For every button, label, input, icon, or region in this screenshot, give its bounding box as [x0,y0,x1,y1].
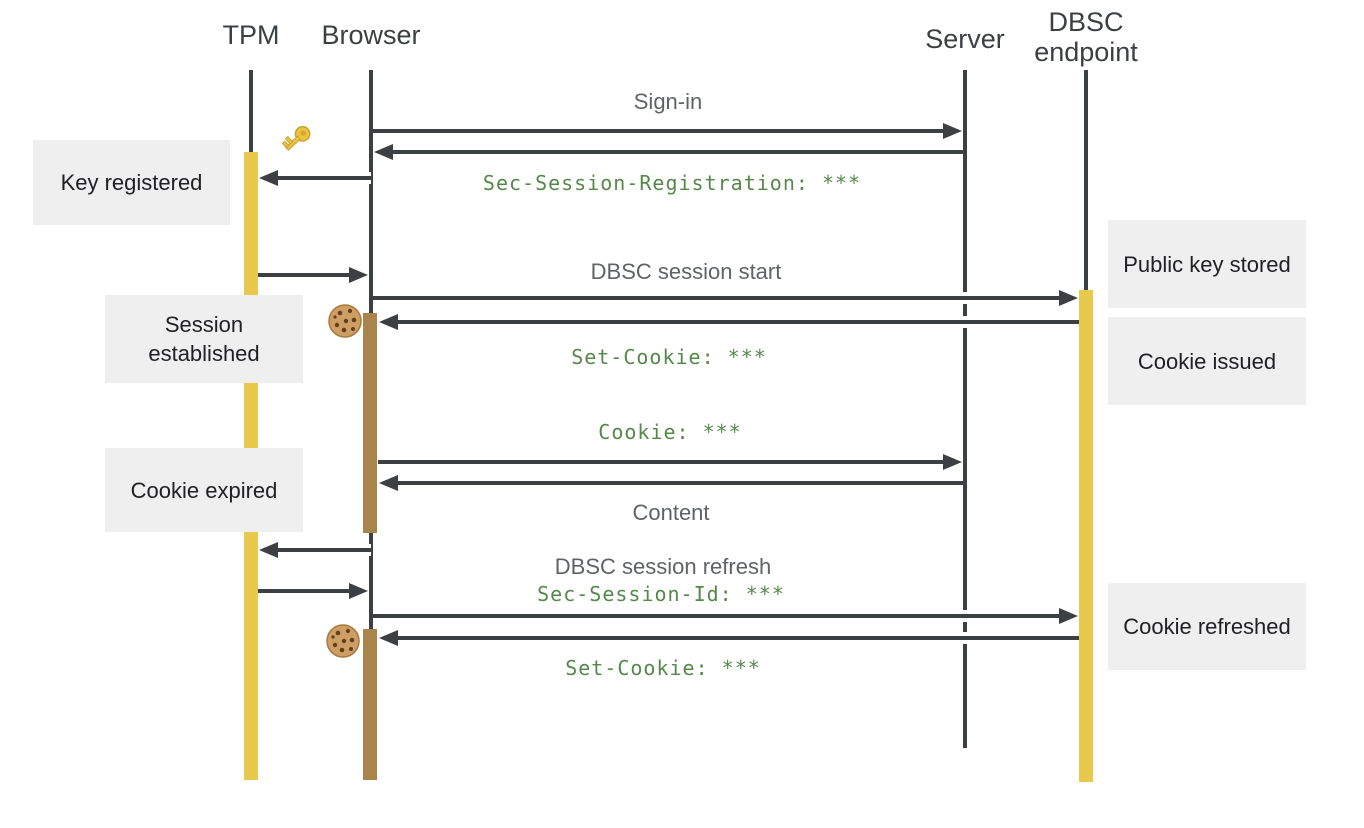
arrowhead-sec-session-registration [374,144,393,160]
actor-label-browser: Browser [321,20,421,50]
message-set-cookie-1: Set-Cookie: *** [571,345,767,369]
arrow-cookie [378,460,946,464]
message-dbsc-session-refresh: DBSC session refresh [554,554,772,579]
note-cookie-refreshed-label: Cookie refreshed [1123,614,1291,639]
actor-label-server: Server [925,24,1005,54]
arrow-dbsc-session-refresh [373,614,1062,618]
message-cookie-header: Cookie: *** [598,420,742,444]
message-sec-session-id: Sec-Session-Id: *** [537,582,785,606]
activation-bar-browser-2 [363,629,377,780]
arrow-content [395,481,963,485]
arrowhead-dbsc-session-refresh [1059,608,1078,624]
note-session-established-label: Session established [148,312,260,366]
arrow-set-cookie-1 [395,320,1079,324]
note-session-established: Session established [105,295,303,383]
arrowhead-dbsc-session-start [1059,290,1078,306]
lifeline-tpm [249,70,253,156]
lifeline-server [963,70,967,748]
activation-bar-dbsc-endpoint [1079,290,1093,782]
note-key-registered-label: Key registered [60,170,203,195]
key-icon [281,125,311,151]
arrowhead-refresh-sign [259,542,278,558]
arrow-key-ready [258,273,352,277]
arrow-register-key [275,176,371,180]
arrowhead-set-cookie-2 [379,630,398,646]
arrowhead-sign-in [943,123,962,139]
note-cookie-expired-label: Cookie expired [130,477,278,503]
message-sec-session-registration: Sec-Session-Registration: *** [482,171,862,195]
note-key-registered: Key registered [33,140,230,225]
note-cookie-refreshed: Cookie refreshed [1108,583,1306,670]
message-content: Content [632,500,710,525]
arrowhead-register-key [259,170,278,186]
arrow-sec-session-registration [390,150,963,154]
message-dbsc-session-start: DBSC session start [590,259,782,284]
actor-label-tpm: TPM [222,20,280,50]
cookie-icon [328,304,362,338]
note-cookie-issued: Cookie issued [1108,317,1306,405]
arrowhead-cookie [943,454,962,470]
note-cookie-expired: Cookie expired [105,448,303,532]
note-public-key-stored-label: Public key stored [1123,251,1291,277]
arrowhead-content [379,475,398,491]
arrowhead-refresh-signed [349,583,368,599]
arrow-refresh-signed [258,589,352,593]
note-cookie-issued-label: Cookie issued [1137,348,1277,374]
actor-label-dbsc-endpoint: DBSC endpoint [1034,7,1138,67]
message-sign-in: Sign-in [633,89,703,114]
message-set-cookie-2: Set-Cookie: *** [565,656,761,680]
activation-bar-browser-1 [363,313,377,533]
arrow-dbsc-session-start [373,296,1062,300]
arrow-sign-in [373,129,946,133]
arrowhead-key-ready [349,267,368,283]
note-public-key-stored: Public key stored [1108,220,1306,308]
cookie-icon [326,624,360,658]
lifeline-dbsc-endpoint [1084,70,1088,292]
arrow-set-cookie-2 [395,636,1079,640]
arrowhead-set-cookie-1 [379,314,398,330]
arrow-refresh-sign [275,548,371,552]
